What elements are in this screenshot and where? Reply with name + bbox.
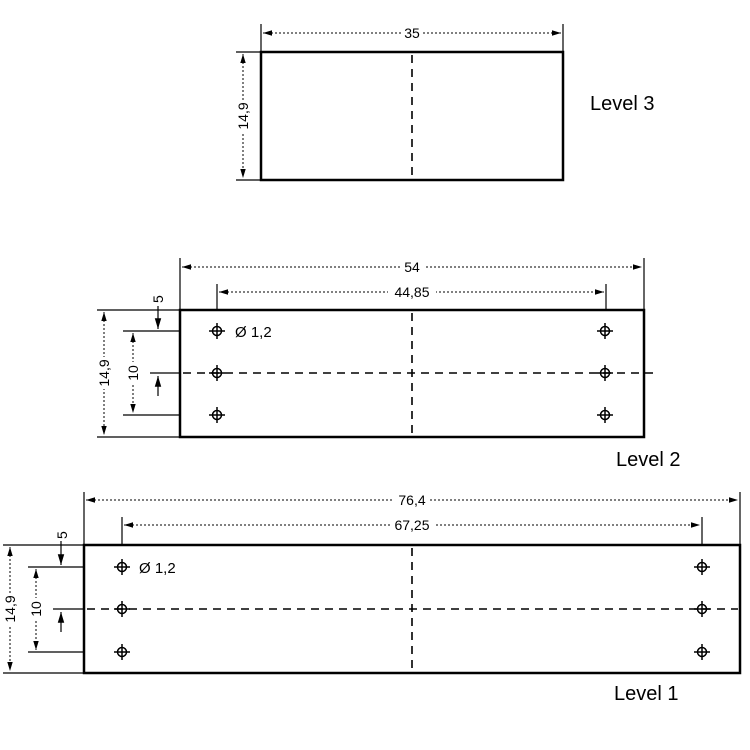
hole-diameter-label: Ø 1,2 [139,560,176,577]
hole-icon [114,601,130,617]
width-label: 35 [404,25,420,41]
height-label: 14,9 [2,595,18,622]
hole-spacing-label: 44,85 [394,284,429,300]
hole-icon [114,559,130,575]
level-1-label: Level 1 [614,683,679,705]
height-label: 14,9 [235,102,251,129]
hole-pitch-label: 10 [28,601,44,617]
width-label: 76,4 [398,492,425,508]
hole-icon [114,644,130,660]
hole-spacing-label: 67,25 [394,517,429,533]
level-2-label: Level 2 [616,449,681,471]
hole-icon [694,644,710,660]
hole-icon [694,601,710,617]
height-label: 14,9 [96,359,112,386]
edge-offset-label: 5 [150,295,166,303]
hole-icon [209,407,225,423]
level-1-part: 76,4 67,25 14,9 10 5 Ø 1,2 Level 1 [2,492,742,705]
level-3-part: 35 14,9 Level 3 [235,24,655,182]
level-3-label: Level 3 [590,93,655,115]
hole-icon [597,323,613,339]
hole-icon [597,407,613,423]
hole-pitch-label: 10 [125,365,141,381]
width-label: 54 [404,259,420,275]
edge-offset-label: 5 [54,531,70,539]
hole-icon [694,559,710,575]
hole-icon [209,323,225,339]
hole-icon [597,365,613,381]
hole-diameter-label: Ø 1,2 [235,324,272,341]
level-2-part: 54 44,85 14,9 10 5 Ø 1,2 Level 2 [96,258,681,471]
hole-icon [209,365,225,381]
